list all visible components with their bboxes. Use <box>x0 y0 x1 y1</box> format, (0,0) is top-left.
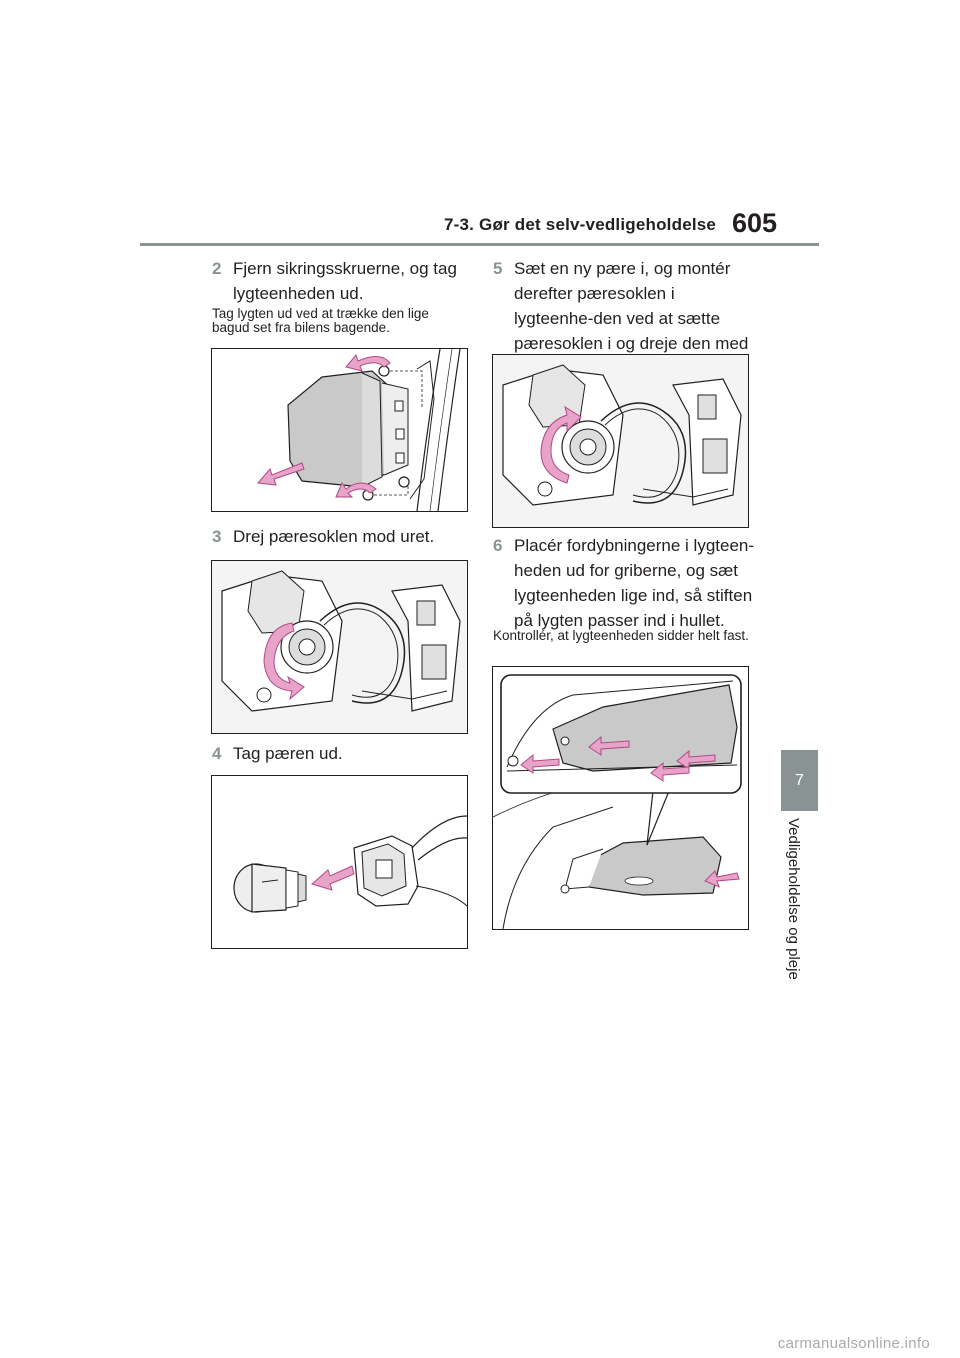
lamp-install-illustration <box>493 674 742 929</box>
figure-turn-socket-cw <box>492 354 749 528</box>
figure-turn-socket-ccw <box>211 560 468 734</box>
chapter-title: Vedligeholdelse og pleje <box>785 818 809 988</box>
socket-ccw-illustration <box>212 561 467 733</box>
figure-remove-bulb <box>211 775 468 949</box>
figure-remove-lamp-unit <box>211 348 468 512</box>
step-3: 3 Drej pæresoklen mod uret. <box>212 524 474 549</box>
lamp-removal-illustration <box>257 349 461 511</box>
step-number: 5 <box>493 259 503 278</box>
bulb-removal-illustration <box>233 815 467 913</box>
step-6: 6 Placér fordybningerne i lygteen-heden … <box>493 533 758 633</box>
step-number: 2 <box>212 259 222 278</box>
step-2-note: Tag lygten ud ved at trække den lige bag… <box>212 306 429 335</box>
header-rule <box>140 243 819 246</box>
step-number: 4 <box>212 744 222 763</box>
section-title: 7-3. Gør det selv-vedligeholdelse <box>444 215 717 234</box>
step-text: Fjern sikringsskruerne, og tag lygteenhe… <box>233 259 457 303</box>
socket-cw-illustration <box>493 355 748 527</box>
step-number: 6 <box>493 536 503 555</box>
step-text: Placér fordybningerne i lygteen-heden ud… <box>514 536 755 630</box>
page-number: 605 <box>732 208 778 238</box>
step-text: Drej pæresoklen mod uret. <box>233 527 435 546</box>
step-number: 3 <box>212 527 222 546</box>
step-6-note: Kontrollér, at lygteenheden sidder helt … <box>493 628 749 643</box>
chapter-title-text: Vedligeholdelse og pleje <box>785 818 802 980</box>
chapter-tab: 7 <box>781 750 818 811</box>
step-2: 2 Fjern sikringsskruerne, og tag lygteen… <box>212 256 474 306</box>
step-text: Tag pæren ud. <box>233 744 343 763</box>
figure-install-lamp-unit <box>492 666 749 930</box>
chapter-number: 7 <box>795 771 804 789</box>
step-4: 4 Tag pæren ud. <box>212 741 474 766</box>
watermark: carmanualsonline.info <box>777 1335 930 1352</box>
